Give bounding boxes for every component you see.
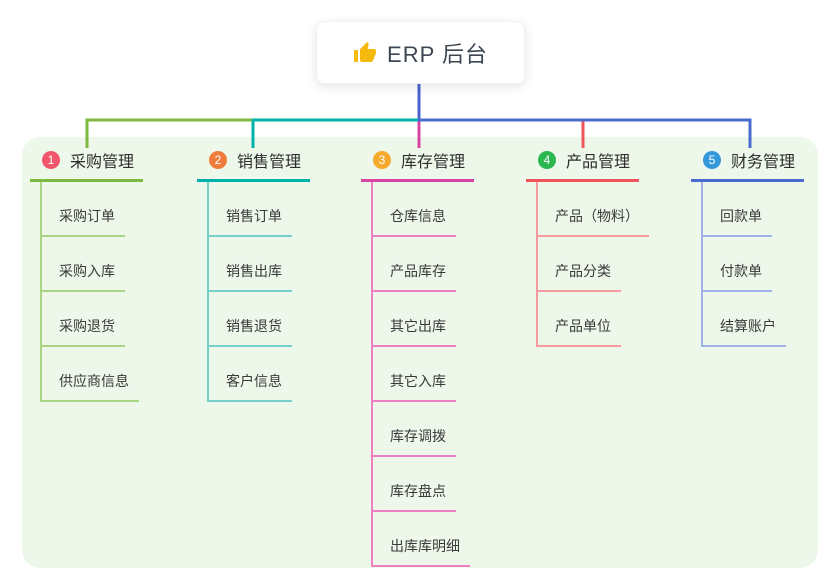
badge-3: 3	[373, 151, 391, 169]
child-node: 其它入库	[373, 347, 474, 402]
branches-panel	[22, 137, 818, 568]
branch-sales: 2 销售管理 销售订单销售出库销售退货客户信息	[197, 148, 310, 402]
branch-finance-title: 财务管理	[731, 154, 796, 171]
child-node-label[interactable]: 产品库存	[373, 261, 456, 292]
child-node: 其它出库	[373, 292, 474, 347]
branch-product-header[interactable]: 4 产品管理	[526, 148, 639, 182]
child-node: 付款单	[703, 237, 804, 292]
child-node-label[interactable]: 产品单位	[538, 316, 621, 347]
child-node-label[interactable]: 付款单	[703, 261, 772, 292]
child-node: 供应商信息	[42, 347, 143, 402]
child-node-label[interactable]: 采购入库	[42, 261, 125, 292]
branch-purchase-children: 采购订单采购入库采购退货供应商信息	[40, 182, 143, 402]
child-node-label[interactable]: 其它入库	[373, 371, 456, 402]
branch-sales-title: 销售管理	[237, 154, 302, 171]
branch-product: 4 产品管理 产品（物料） 产品分类产品单位	[526, 148, 649, 347]
branch-inventory-children: 仓库信息产品库存其它出库其它入库库存调拨库存盘点出库库明细	[371, 182, 474, 567]
child-node: 采购订单	[42, 182, 143, 237]
child-node-label[interactable]: 库存盘点	[373, 481, 456, 512]
branch-finance: 5 财务管理 回款单付款单结算账户	[691, 148, 804, 347]
child-node: 仓库信息	[373, 182, 474, 237]
child-node-label[interactable]: 产品分类	[538, 261, 621, 292]
child-node: 产品单位	[538, 292, 649, 347]
child-node-label[interactable]: 回款单	[703, 206, 772, 237]
child-node-label[interactable]: 其它出库	[373, 316, 456, 347]
child-node-label[interactable]: 客户信息	[209, 371, 292, 402]
branch-sales-children: 销售订单销售出库销售退货客户信息	[207, 182, 310, 402]
child-node: 结算账户	[703, 292, 804, 347]
child-node: 销售出库	[209, 237, 310, 292]
child-node-label[interactable]: 结算账户	[703, 316, 786, 347]
root-node-label: ERP 后台	[387, 41, 488, 67]
branch-product-title: 产品管理	[566, 154, 631, 171]
child-node-label[interactable]: 产品（物料）	[538, 206, 649, 237]
child-node-label[interactable]: 出库库明细	[373, 536, 470, 567]
child-node: 库存调拨	[373, 402, 474, 457]
badge-2: 2	[209, 151, 227, 169]
child-node: 采购入库	[42, 237, 143, 292]
child-node: 销售订单	[209, 182, 310, 237]
child-node: 客户信息	[209, 347, 310, 402]
child-node: 产品库存	[373, 237, 474, 292]
child-node: 出库库明细	[373, 512, 474, 567]
branch-purchase-title: 采购管理	[70, 154, 135, 171]
child-node: 库存盘点	[373, 457, 474, 512]
child-node-label[interactable]: 供应商信息	[42, 371, 139, 402]
branch-finance-header[interactable]: 5 财务管理	[691, 148, 804, 182]
thumbs-up-icon	[353, 41, 377, 65]
child-node-label[interactable]: 销售出库	[209, 261, 292, 292]
child-node: 产品分类	[538, 237, 649, 292]
branch-inventory-title: 库存管理	[401, 154, 466, 171]
child-node-label[interactable]: 采购订单	[42, 206, 125, 237]
child-node-label[interactable]: 销售订单	[209, 206, 292, 237]
child-node-label[interactable]: 销售退货	[209, 316, 292, 347]
branch-purchase-header[interactable]: 1 采购管理	[30, 148, 143, 182]
child-node: 销售退货	[209, 292, 310, 347]
badge-1: 1	[42, 151, 60, 169]
badge-5: 5	[703, 151, 721, 169]
badge-4: 4	[538, 151, 556, 169]
branch-inventory-header[interactable]: 3 库存管理	[361, 148, 474, 182]
child-node: 回款单	[703, 182, 804, 237]
child-node: 采购退货	[42, 292, 143, 347]
child-node: 产品（物料）	[538, 182, 649, 237]
branch-product-children: 产品（物料） 产品分类产品单位	[536, 182, 649, 347]
branch-finance-children: 回款单付款单结算账户	[701, 182, 804, 347]
branch-inventory: 3 库存管理 仓库信息产品库存其它出库其它入库库存调拨库存盘点出库库明细	[361, 148, 474, 567]
child-node-label[interactable]: 库存调拨	[373, 426, 456, 457]
branch-sales-header[interactable]: 2 销售管理	[197, 148, 310, 182]
root-node[interactable]: ERP 后台	[316, 21, 525, 84]
branch-purchase: 1 采购管理 采购订单采购入库采购退货供应商信息	[30, 148, 143, 402]
child-node-label[interactable]: 仓库信息	[373, 206, 456, 237]
child-node-label[interactable]: 采购退货	[42, 316, 125, 347]
